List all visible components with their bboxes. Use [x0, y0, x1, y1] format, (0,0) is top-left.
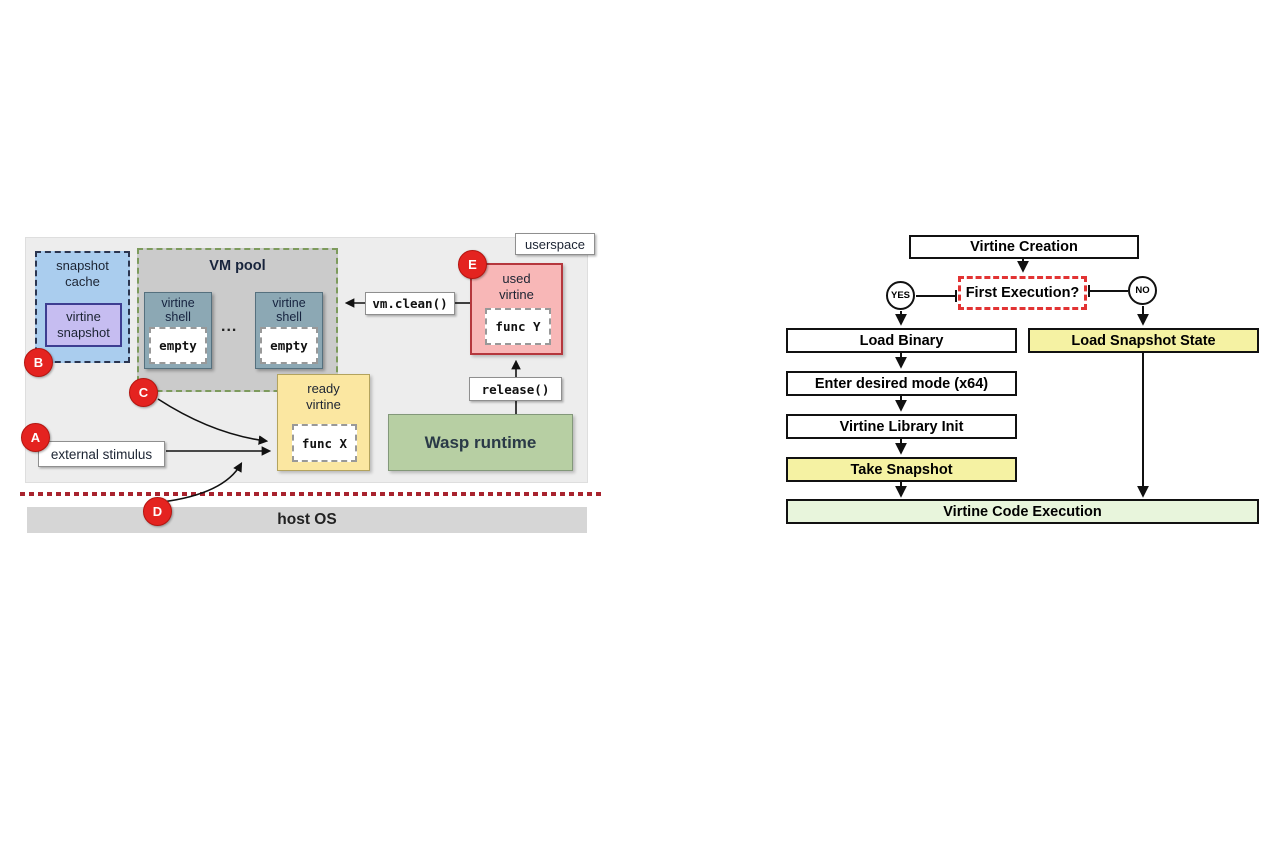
- host-os-bar: host OS: [27, 507, 587, 533]
- release-label-box: release(): [469, 377, 562, 401]
- flow-take-snapshot: Take Snapshot: [786, 457, 1017, 482]
- virtine-shell-box-1: virtine shell empty: [144, 292, 212, 369]
- flow-no-circle: NO: [1128, 276, 1157, 305]
- virtine-snapshot-label: virtine snapshot: [57, 309, 110, 340]
- ready-virtine-title: ready virtine: [306, 381, 341, 413]
- marker-d: D: [143, 497, 172, 526]
- virtine-shell-box-2: virtine shell empty: [255, 292, 323, 369]
- vm-pool-title: VM pool: [209, 258, 266, 274]
- func-x-label: func X: [301, 435, 348, 451]
- used-virtine-box: used virtine func Y: [470, 263, 563, 355]
- ready-virtine-box: ready virtine func X: [277, 374, 370, 471]
- virtine-shell-title: virtine shell: [272, 296, 306, 325]
- flow-first-execution: First Execution?: [958, 276, 1087, 310]
- virtine-snapshot-box: virtine snapshot: [45, 303, 122, 347]
- wasp-runtime-box: Wasp runtime: [388, 414, 573, 471]
- snapshot-cache-box: snapshot cache virtine snapshot: [35, 251, 130, 363]
- flow-virtine-creation: Virtine Creation: [909, 235, 1139, 259]
- snapshot-cache-title: snapshot cache: [56, 258, 109, 289]
- empty-box-1: empty: [149, 327, 207, 364]
- flow-virtine-library-init: Virtine Library Init: [786, 414, 1017, 439]
- empty-box-2: empty: [260, 327, 318, 364]
- marker-e: E: [458, 250, 487, 279]
- marker-c: C: [129, 378, 158, 407]
- used-virtine-title: used virtine: [499, 271, 534, 303]
- flow-load-binary: Load Binary: [786, 328, 1017, 353]
- marker-a: A: [21, 423, 50, 452]
- flow-virtine-code-execution: Virtine Code Execution: [786, 499, 1259, 524]
- virtine-shell-title: virtine shell: [161, 296, 195, 325]
- func-x-box: func X: [292, 424, 357, 462]
- empty-label: empty: [159, 338, 197, 353]
- vm-pool-ellipsis: ...: [221, 318, 238, 335]
- func-y-label: func Y: [495, 319, 541, 334]
- userspace-label: userspace: [515, 233, 595, 255]
- func-y-box: func Y: [485, 308, 551, 345]
- empty-label: empty: [270, 338, 308, 353]
- flow-load-snapshot-state: Load Snapshot State: [1028, 328, 1259, 353]
- release-label: release(): [481, 381, 550, 397]
- flow-yes-circle: YES: [886, 281, 915, 310]
- marker-b: B: [24, 348, 53, 377]
- external-stimulus-box: external stimulus: [38, 441, 165, 467]
- flow-enter-desired-mode: Enter desired mode (x64): [786, 371, 1017, 396]
- vm-clean-label-box: vm.clean(): [365, 292, 455, 315]
- vm-clean-label: vm.clean(): [372, 296, 448, 311]
